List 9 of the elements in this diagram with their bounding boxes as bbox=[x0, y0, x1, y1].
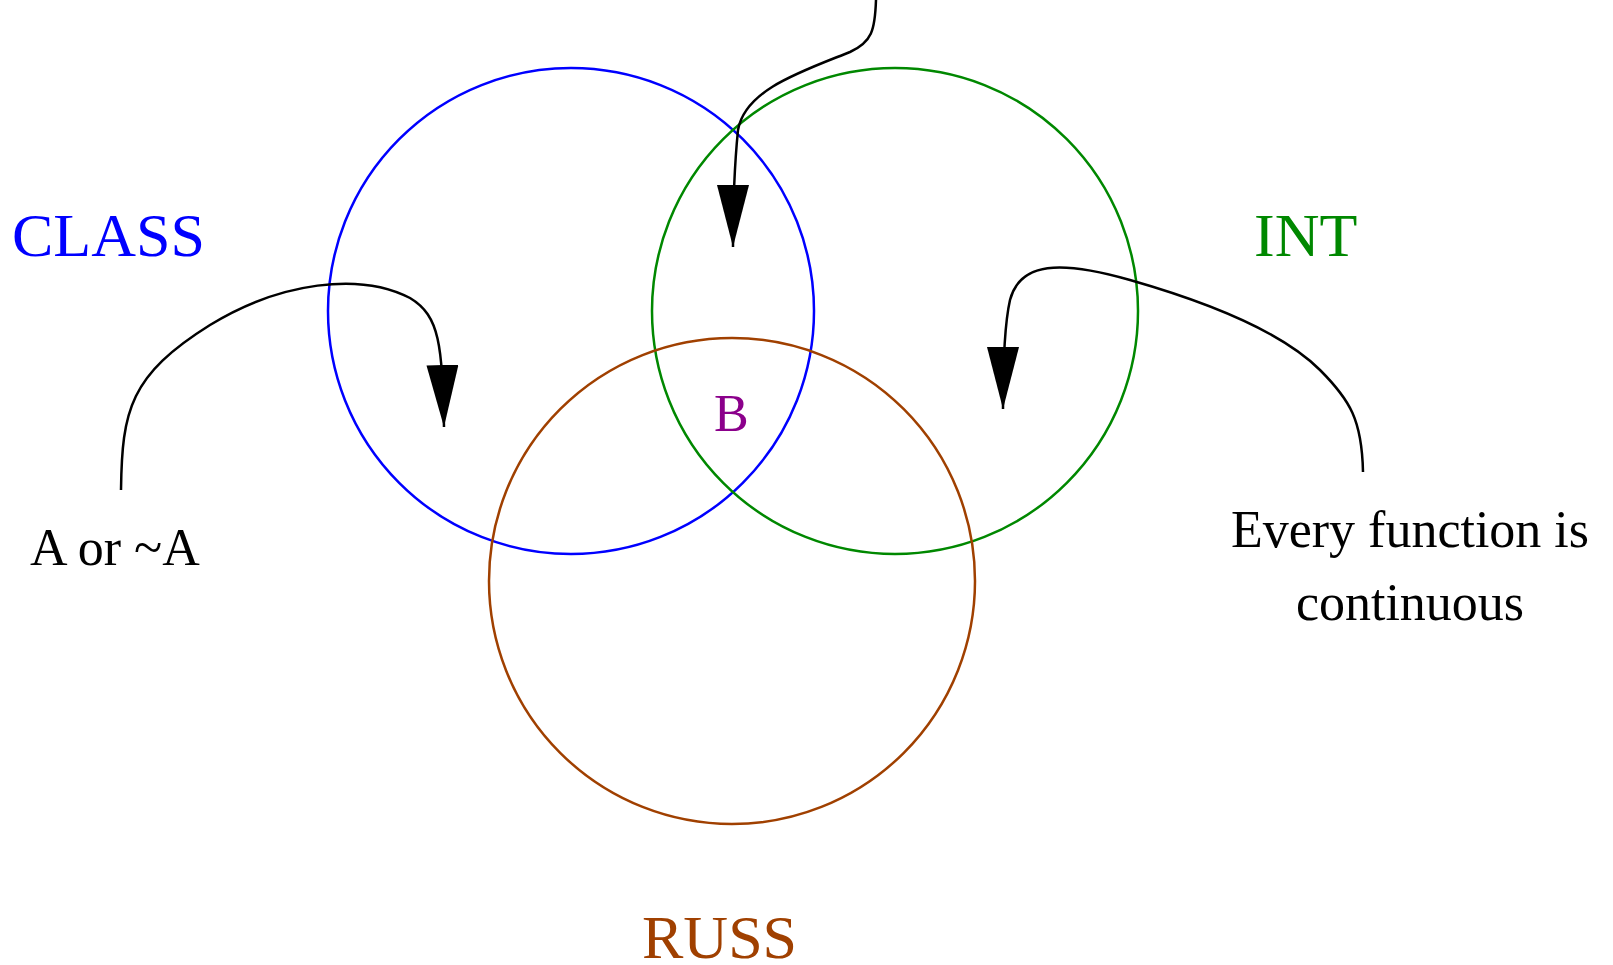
region-label: B bbox=[714, 388, 749, 440]
leader-arrow bbox=[717, 0, 878, 247]
set-label: CLASS bbox=[12, 204, 205, 266]
leader-arrow bbox=[119, 282, 459, 491]
set-label: INT bbox=[1254, 204, 1358, 266]
leader-arrow bbox=[987, 266, 1365, 473]
set-label: RUSS bbox=[642, 906, 798, 965]
annotation-text: A or ~A bbox=[30, 518, 201, 578]
annotation-text: Every function is continuous bbox=[1229, 500, 1591, 633]
